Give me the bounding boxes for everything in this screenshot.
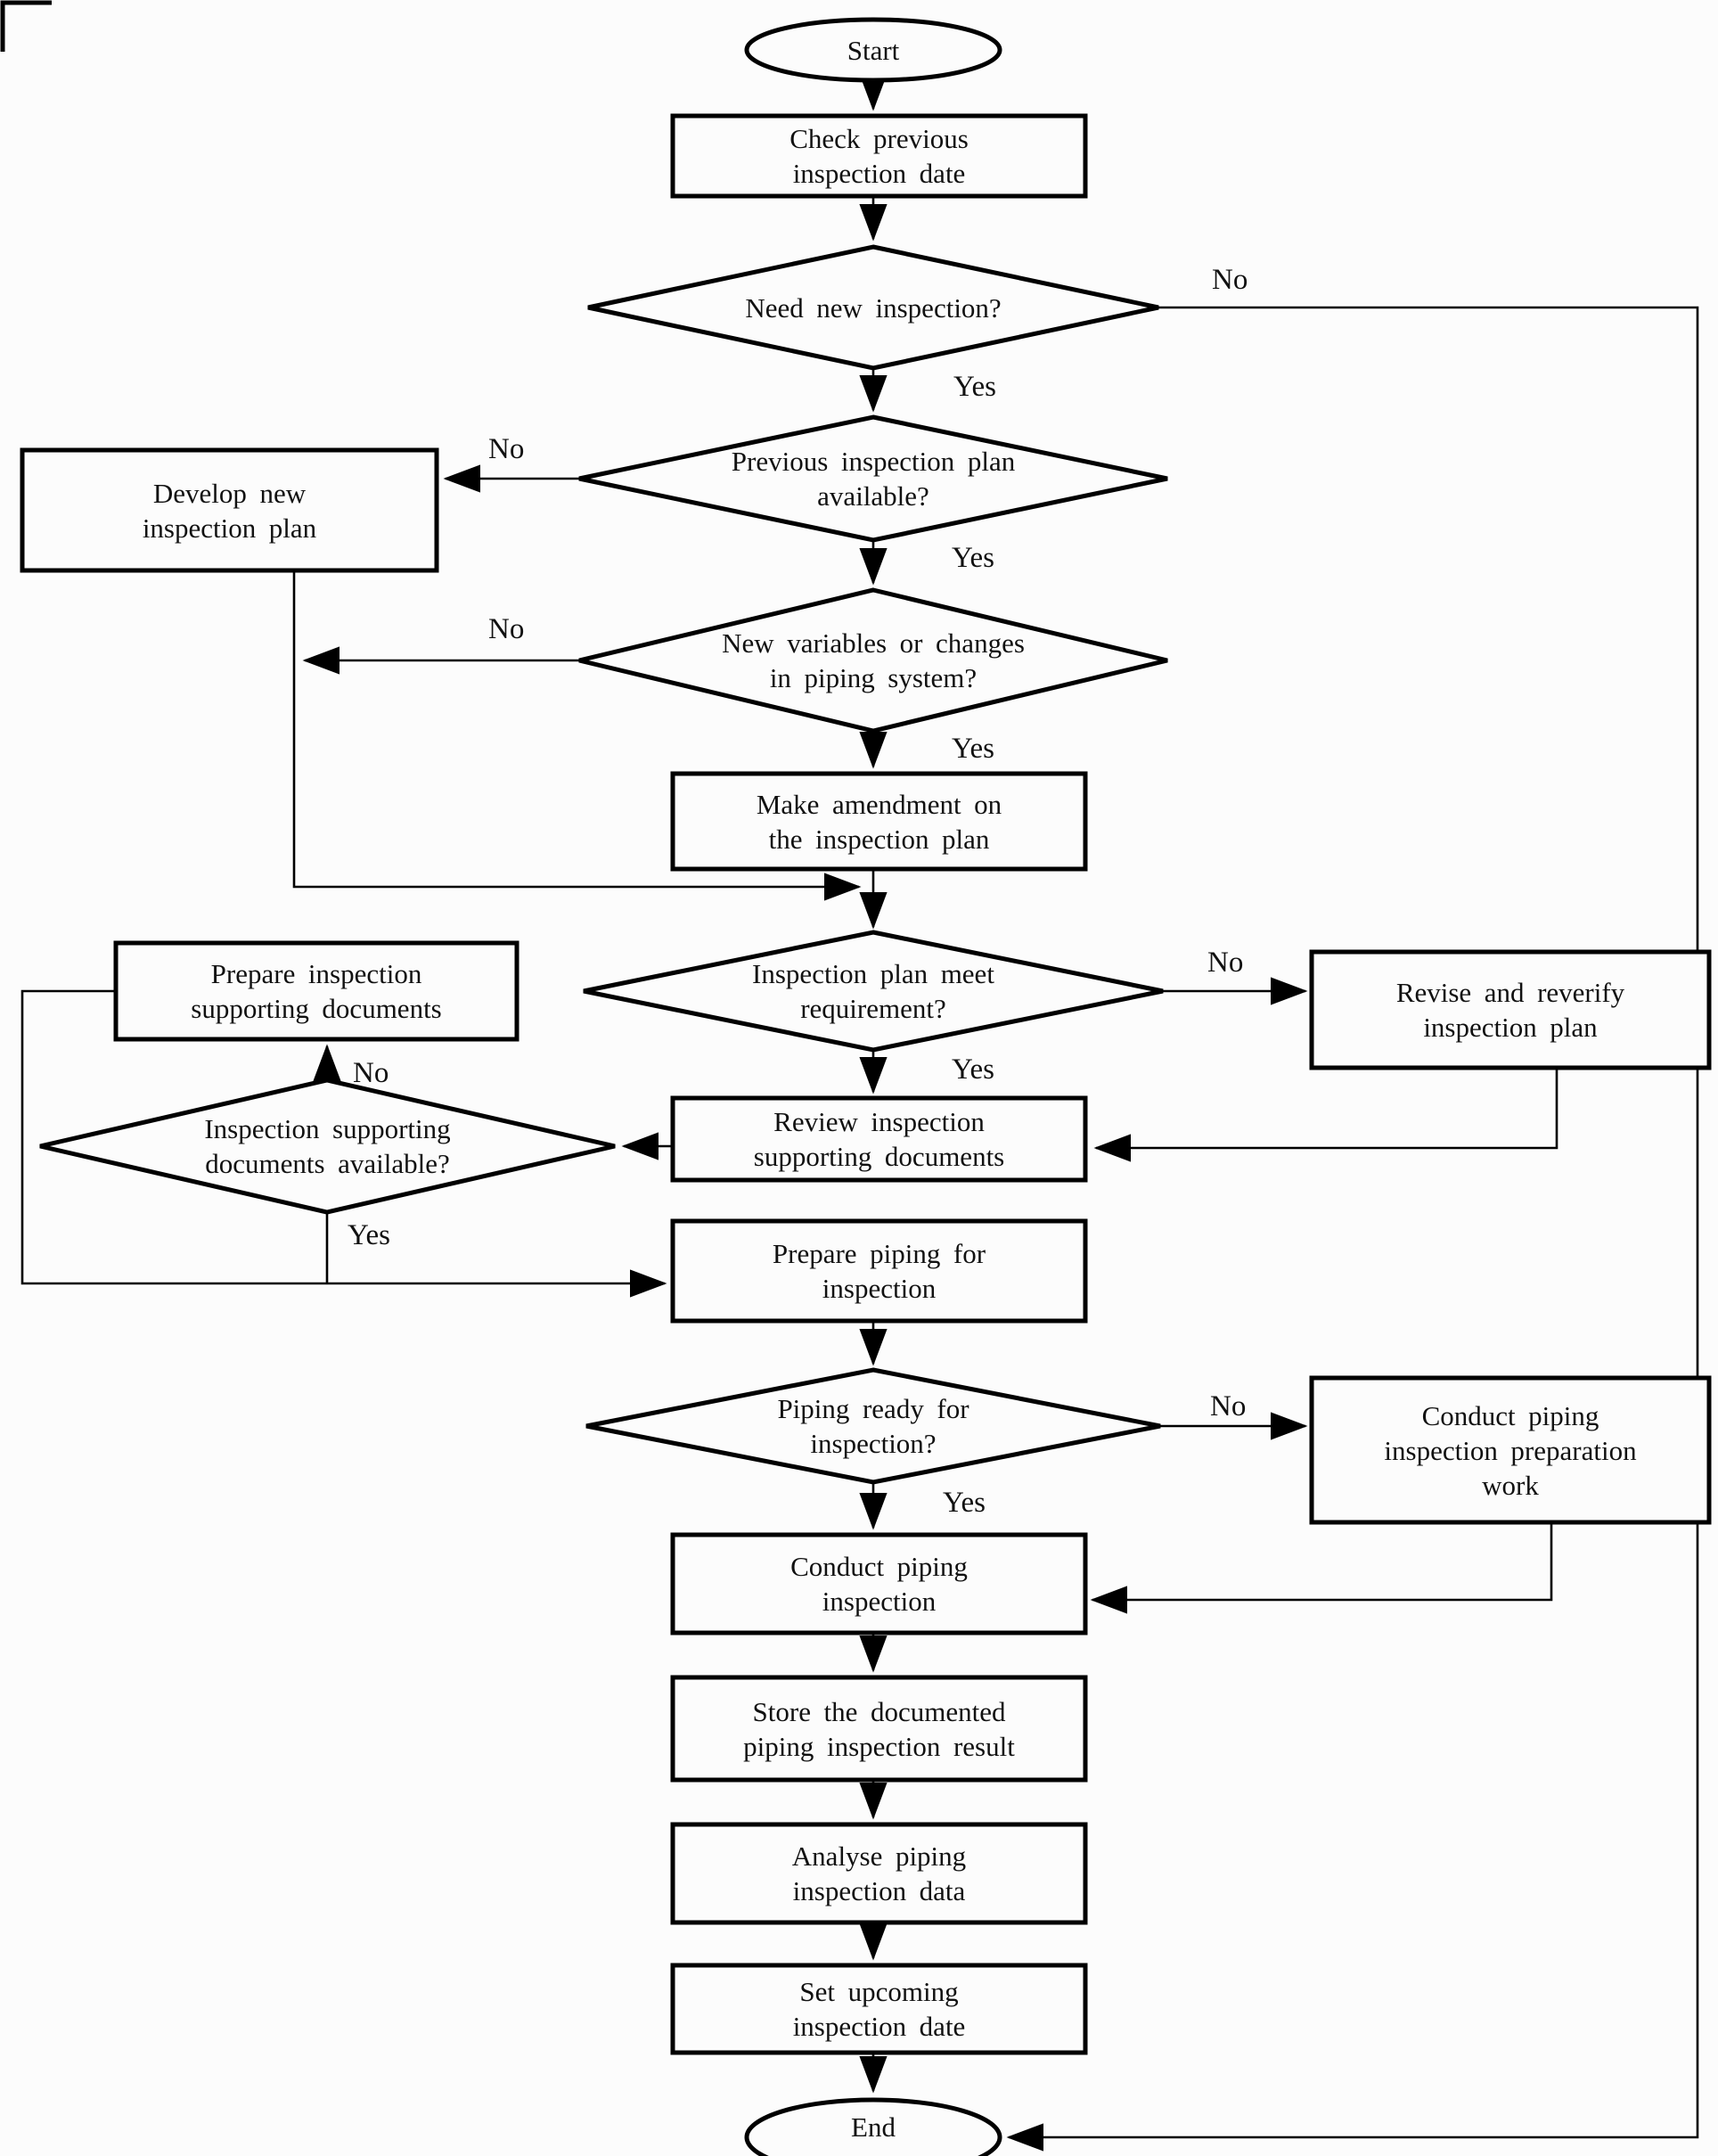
need-new-diamond xyxy=(587,244,1159,371)
conduct-inspection-box xyxy=(670,1532,1088,1635)
set-upcoming-box xyxy=(670,1963,1088,2055)
conduct-prep-work-box xyxy=(1309,1375,1712,1525)
flowchart-nodes xyxy=(20,17,1712,2156)
flowchart-edges xyxy=(20,74,1699,2152)
prev-plan-diamond xyxy=(578,414,1168,543)
prepare-docs-box xyxy=(113,940,519,1042)
plan-meet-diamond xyxy=(583,930,1164,1053)
store-result-box xyxy=(670,1675,1088,1783)
docs-available-diamond xyxy=(39,1078,616,1215)
edge-left-rail-to-prepare-piping xyxy=(20,989,667,1298)
edge-need-new-no-to-end xyxy=(1006,306,1699,2152)
piping-ready-diamond xyxy=(585,1367,1161,1485)
end-terminator-shape xyxy=(744,2097,1002,2156)
revise-reverify-box xyxy=(1309,949,1712,1070)
check-previous-box xyxy=(670,113,1088,199)
edge-prep-work-to-conduct xyxy=(1090,1522,1553,1614)
start-terminator-shape xyxy=(744,17,1002,83)
edge-develop-rail-to-mainline xyxy=(292,570,862,901)
analyse-data-box xyxy=(670,1822,1088,1925)
page-corner-mark xyxy=(0,0,52,52)
make-amendment-box xyxy=(670,771,1088,872)
new-variables-diamond xyxy=(578,587,1168,734)
prepare-piping-box xyxy=(670,1218,1088,1324)
review-docs-box xyxy=(670,1095,1088,1183)
edge-revise-to-review xyxy=(1093,1068,1558,1162)
develop-new-plan-box xyxy=(20,447,439,573)
